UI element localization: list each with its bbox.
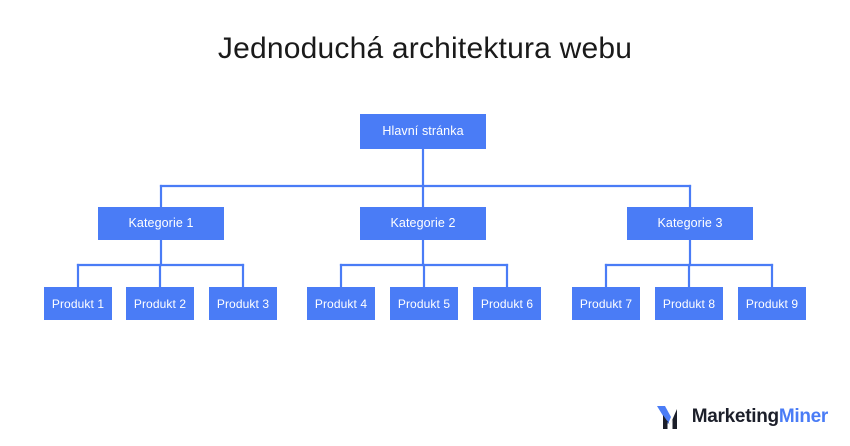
node-product-produkt-2[interactable]: Produkt 2 <box>126 287 194 320</box>
node-product-produkt-6[interactable]: Produkt 6 <box>473 287 541 320</box>
node-label: Kategorie 3 <box>657 216 723 231</box>
node-root-hlavni-stranka[interactable]: Hlavní stránka <box>360 114 486 149</box>
node-category-kategorie-1[interactable]: Kategorie 1 <box>98 207 224 240</box>
marketing-miner-logo-mark-icon <box>656 406 677 429</box>
node-label: Produkt 2 <box>133 296 187 311</box>
logo-wordmark: MarketingMiner <box>691 404 829 430</box>
node-label: Produkt 1 <box>51 296 105 311</box>
node-product-produkt-1[interactable]: Produkt 1 <box>44 287 112 320</box>
node-product-produkt-3[interactable]: Produkt 3 <box>209 287 277 320</box>
node-label: Produkt 8 <box>662 296 716 311</box>
node-label: Produkt 4 <box>314 296 368 311</box>
node-product-produkt-5[interactable]: Produkt 5 <box>390 287 458 320</box>
node-label: Hlavní stránka <box>382 124 464 139</box>
logo-word-marketing: Marketing <box>691 406 779 427</box>
node-product-produkt-4[interactable]: Produkt 4 <box>307 287 375 320</box>
node-label: Kategorie 1 <box>128 216 194 231</box>
node-product-produkt-7[interactable]: Produkt 7 <box>572 287 640 320</box>
node-label: Produkt 6 <box>480 296 534 311</box>
node-category-kategorie-3[interactable]: Kategorie 3 <box>627 207 753 240</box>
page-title: Jednoduchá architektura webu <box>217 32 633 65</box>
node-label: Produkt 3 <box>216 296 270 311</box>
brand-logo: MarketingMiner <box>656 402 828 432</box>
node-product-produkt-8[interactable]: Produkt 8 <box>655 287 723 320</box>
node-product-produkt-9[interactable]: Produkt 9 <box>738 287 806 320</box>
logo-word-miner: Miner <box>778 406 828 427</box>
node-label: Produkt 7 <box>579 296 633 311</box>
node-label: Produkt 9 <box>745 296 799 311</box>
node-category-kategorie-2[interactable]: Kategorie 2 <box>360 207 486 240</box>
node-label: Kategorie 2 <box>390 216 456 231</box>
node-label: Produkt 5 <box>397 296 451 311</box>
